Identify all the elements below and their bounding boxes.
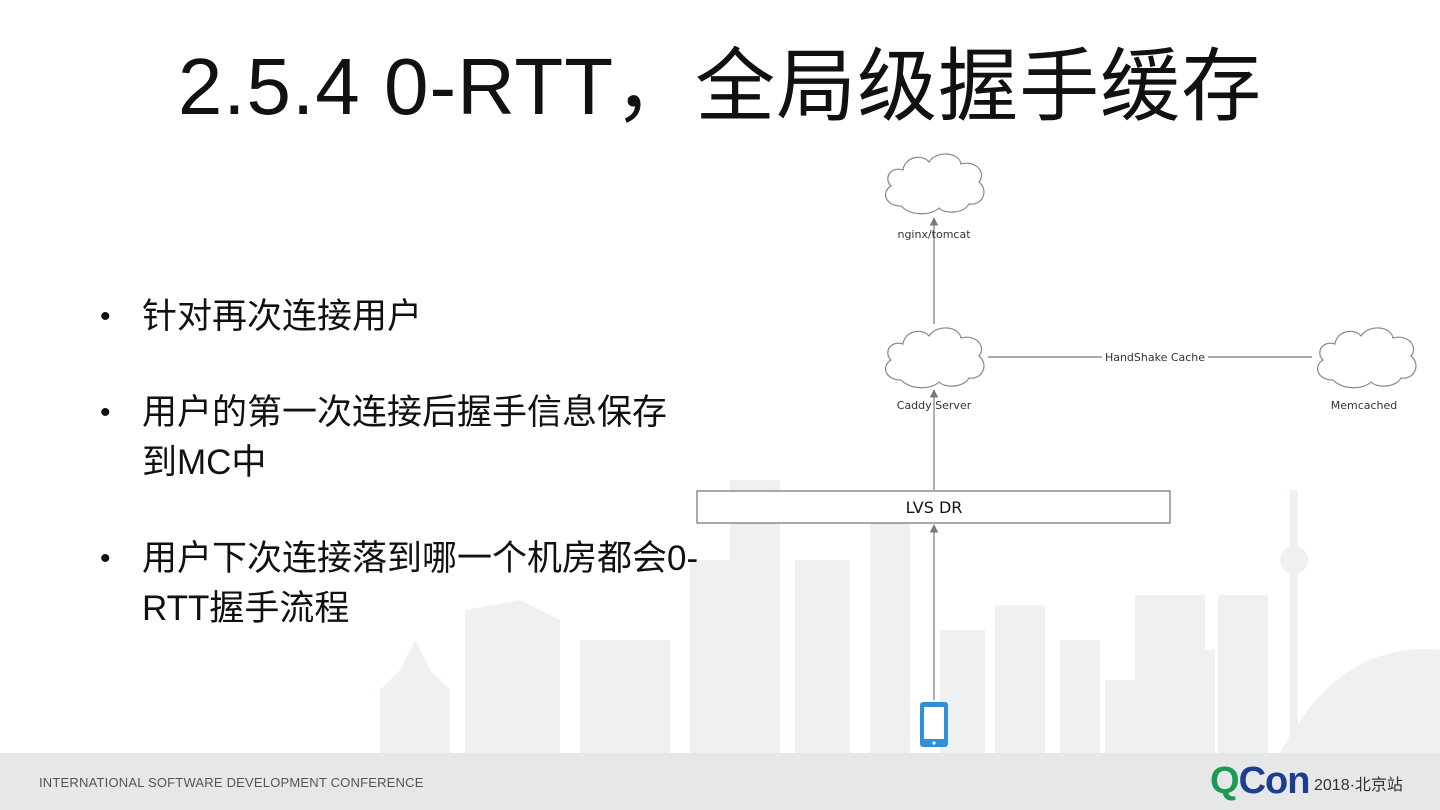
edge-label-handshake-cache: HandShake Cache [1105, 351, 1205, 364]
lvs-dr-label: LVS DR [906, 498, 963, 517]
logo-con: Con [1238, 760, 1311, 802]
bullet-list: 针对再次连接用户 用户的第一次连接后握手信息保存到MC中 用户下次连接落到哪一个… [100, 292, 700, 680]
bullet-item: 用户的第一次连接后握手信息保存到MC中 [100, 388, 700, 488]
mobile-phone-icon [920, 702, 948, 747]
qcon-logo: QCon [1210, 760, 1311, 803]
bullet-item: 针对再次连接用户 [100, 292, 700, 342]
lvs-dr-box [696, 490, 1171, 524]
bullet-item: 用户下次连接落到哪一个机房都会0-RTT握手流程 [100, 534, 700, 634]
conference-name: INTERNATIONAL SOFTWARE DEVELOPMENT CONFE… [39, 775, 424, 790]
logo-subtitle: 2018·北京站 [1314, 777, 1403, 794]
node-label-nginx-tomcat: nginx/tomcat [897, 228, 971, 241]
node-label-memcached: Memcached [1331, 399, 1398, 412]
footer-bar: INTERNATIONAL SOFTWARE DEVELOPMENT CONFE… [0, 753, 1440, 810]
cloud-nginx-tomcat-icon [884, 153, 985, 215]
slide-title: 2.5.4 0-RTT，全局级握手缓存 [177, 42, 1263, 131]
cloud-memcached-icon [1316, 327, 1417, 389]
node-label-caddy-server: Caddy Server [897, 399, 972, 412]
logo-q: Q [1210, 760, 1240, 802]
cloud-caddy-server-icon [884, 327, 985, 389]
